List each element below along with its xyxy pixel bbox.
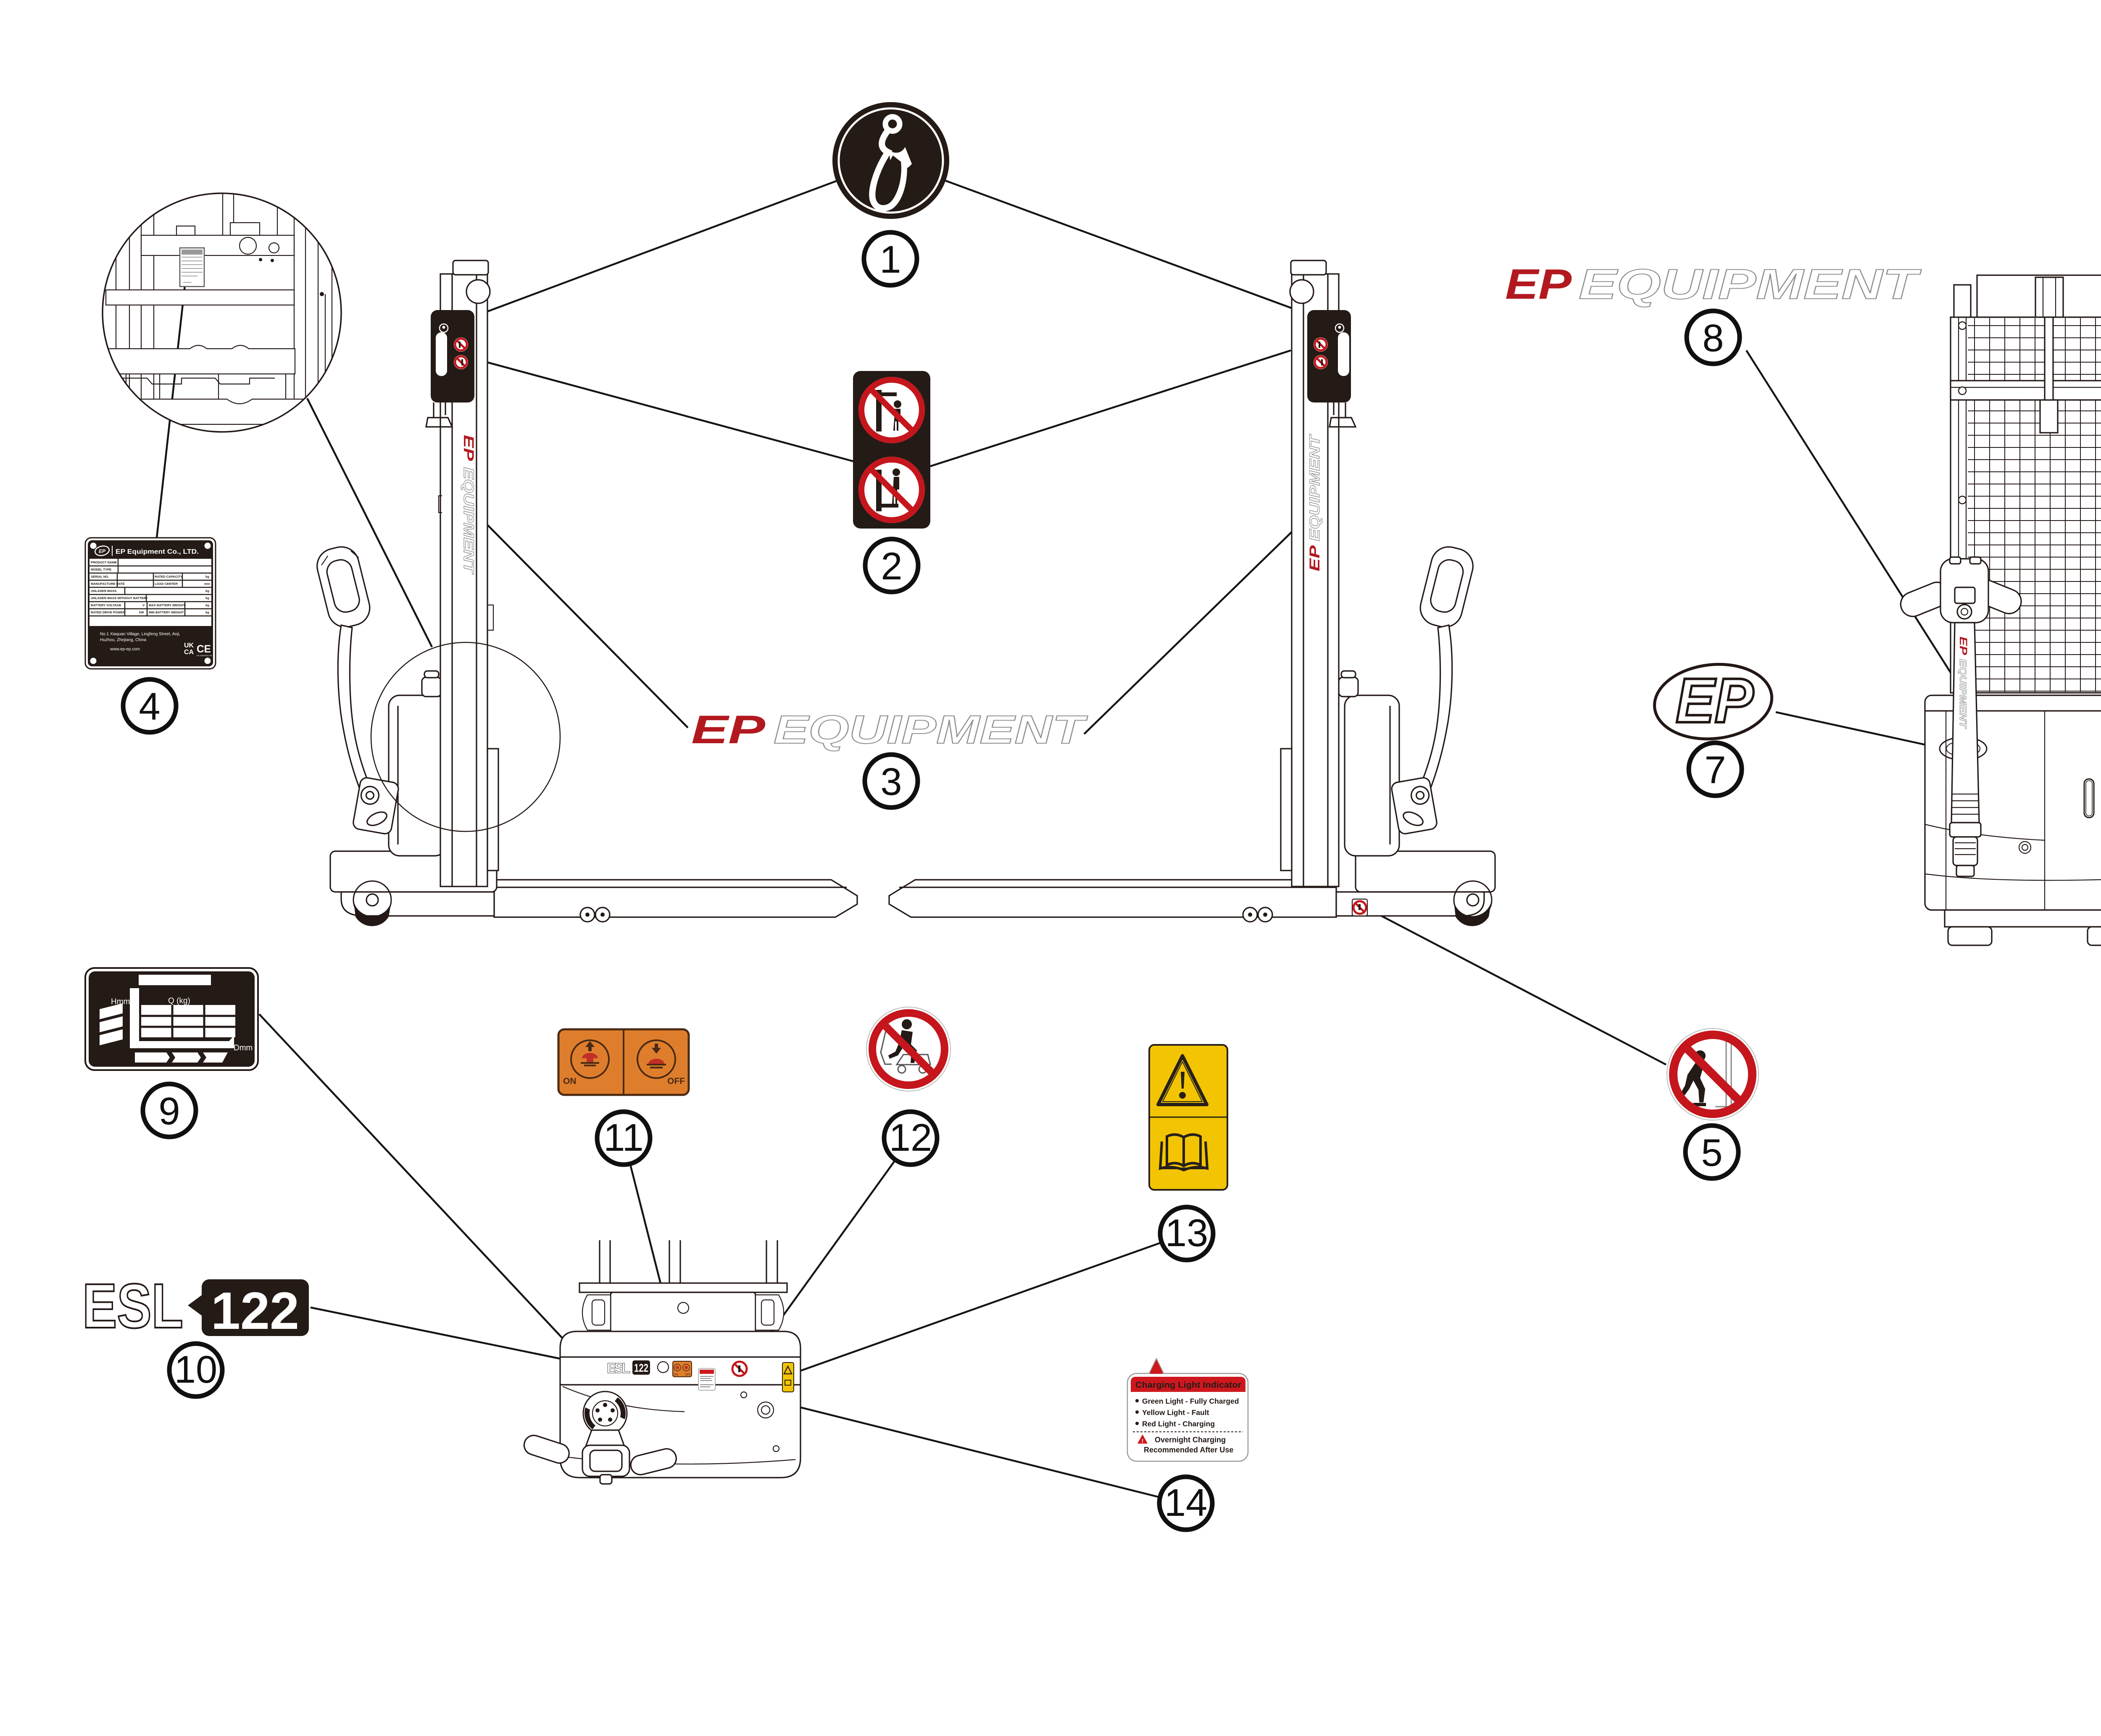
svg-text:Q (kg): Q (kg) <box>168 997 190 1005</box>
svg-text:EQUIPMENT: EQUIPMENT <box>774 708 1088 752</box>
svg-text:kg: kg <box>205 589 209 593</box>
svg-text:3: 3 <box>880 760 902 803</box>
svg-text:Hmm: Hmm <box>111 997 130 1006</box>
svg-text:Red Light - Charging: Red Light - Charging <box>1142 1420 1215 1428</box>
svg-text:BATTERY VOLTAGE: BATTERY VOLTAGE <box>91 603 121 607</box>
svg-text:kg: kg <box>205 610 209 614</box>
svg-text:122: 122 <box>211 1282 299 1340</box>
svg-text:ON: ON <box>674 1373 678 1376</box>
svg-text:Recommended After Use: Recommended After Use <box>1144 1446 1233 1454</box>
svg-text:4: 4 <box>139 685 160 728</box>
svg-text:www.ep-ep.com: www.ep-ep.com <box>110 647 140 652</box>
svg-text:kg: kg <box>205 603 209 607</box>
svg-text:CE: CE <box>197 643 211 655</box>
svg-text:EP: EP <box>1307 545 1323 571</box>
svg-text:kg: kg <box>205 575 209 579</box>
svg-text:ESL: ESL <box>82 1270 183 1341</box>
svg-text:11: 11 <box>603 1116 644 1159</box>
svg-text:EP: EP <box>1505 261 1572 308</box>
svg-text:EQUIPMENT: EQUIPMENT <box>1958 659 1968 729</box>
svg-text:12: 12 <box>889 1116 932 1159</box>
svg-text:MAX BATTERY WEIGHT: MAX BATTERY WEIGHT <box>149 603 185 607</box>
svg-text:Charging Light Indicator: Charging Light Indicator <box>1135 1381 1241 1390</box>
svg-text:EP: EP <box>1957 637 1969 655</box>
svg-text:Huzhou, Zhejiang, China: Huzhou, Zhejiang, China <box>100 638 147 642</box>
svg-text:CE CERTIFICATE: CE CERTIFICATE <box>197 655 212 657</box>
svg-text:10: 10 <box>174 1348 217 1391</box>
svg-text:MANUFACTURE DATE: MANUFACTURE DATE <box>91 582 125 586</box>
svg-text:EP: EP <box>691 708 766 752</box>
svg-text:Overnight Charging: Overnight Charging <box>1155 1436 1226 1444</box>
svg-text:kW: kW <box>139 610 144 614</box>
svg-text:2: 2 <box>881 545 902 588</box>
svg-text:LOAD CENTER: LOAD CENTER <box>155 582 178 586</box>
svg-text:OFF: OFF <box>667 1076 685 1086</box>
svg-text:9: 9 <box>158 1090 180 1133</box>
svg-text:UK: UK <box>184 642 194 649</box>
svg-text:7: 7 <box>1704 749 1726 792</box>
svg-text:13: 13 <box>1165 1212 1208 1255</box>
svg-text:kg: kg <box>205 596 209 600</box>
svg-text:EQUIPMENT: EQUIPMENT <box>1579 261 1922 308</box>
svg-text:UNLADEN MASS WITHOUT BATTERY: UNLADEN MASS WITHOUT BATTERY <box>91 596 148 600</box>
svg-text:122: 122 <box>634 1362 648 1374</box>
svg-text:UNLADEN MASS: UNLADEN MASS <box>91 589 116 593</box>
svg-text:Yellow Light - Fault: Yellow Light - Fault <box>1142 1408 1209 1417</box>
svg-text:CA: CA <box>184 649 194 656</box>
svg-text:EP: EP <box>1676 665 1754 736</box>
svg-text:MIN BATTERY WEIGHT: MIN BATTERY WEIGHT <box>149 610 184 614</box>
svg-text:EP: EP <box>99 548 106 554</box>
svg-text:V: V <box>142 603 145 607</box>
svg-text:EQUIPMENT: EQUIPMENT <box>461 467 477 575</box>
svg-text:Dmm: Dmm <box>234 1044 253 1052</box>
svg-text:14: 14 <box>1164 1481 1207 1524</box>
svg-text:1: 1 <box>879 238 901 281</box>
svg-text:EP Equipment Co., LTD.: EP Equipment Co., LTD. <box>116 548 199 555</box>
svg-text:SERIAL NO.: SERIAL NO. <box>91 575 109 579</box>
svg-text:!: ! <box>1142 1438 1143 1444</box>
svg-text:ON: ON <box>563 1076 577 1086</box>
svg-text:PRODUCT NAME: PRODUCT NAME <box>91 560 117 564</box>
svg-text:RATED CAPACITY: RATED CAPACITY <box>155 575 182 579</box>
svg-text:No.1 Xiaquan Village, Lingfeng: No.1 Xiaquan Village, Lingfeng Street, A… <box>100 632 180 637</box>
svg-text:8: 8 <box>1702 317 1724 360</box>
svg-text:Green Light - Fully Charged: Green Light - Fully Charged <box>1142 1397 1239 1405</box>
svg-text:OFF: OFF <box>685 1373 691 1376</box>
svg-text:MODEL TYPE: MODEL TYPE <box>91 568 111 571</box>
svg-text:5: 5 <box>1701 1131 1722 1174</box>
svg-text:RATED DRIVE POWER: RATED DRIVE POWER <box>91 610 125 614</box>
svg-text:mm: mm <box>204 582 210 586</box>
svg-text:EP: EP <box>461 435 477 461</box>
svg-text:EQUIPMENT: EQUIPMENT <box>1307 434 1323 541</box>
svg-text:ESL: ESL <box>607 1360 630 1376</box>
